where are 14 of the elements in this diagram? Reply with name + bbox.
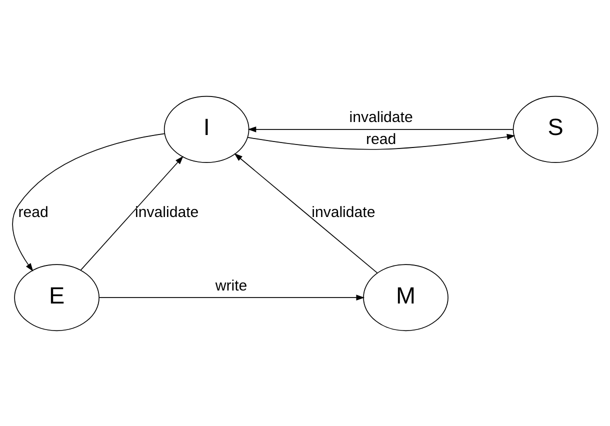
edge-label: invalidate — [312, 204, 376, 221]
arrow — [98, 294, 365, 300]
edge-label: write — [215, 276, 248, 294]
edge-label: read — [18, 204, 48, 221]
node-ellipse: M — [363, 264, 448, 331]
arrow — [248, 133, 516, 150]
arrow — [12, 132, 165, 272]
edge-label: read — [366, 130, 396, 148]
arrow — [234, 152, 378, 273]
edge-label: invalidate — [349, 108, 413, 126]
arrow — [80, 156, 184, 270]
edge-label: invalidate — [135, 204, 199, 221]
node-ellipse: S — [512, 95, 598, 162]
arrow — [248, 126, 514, 132]
